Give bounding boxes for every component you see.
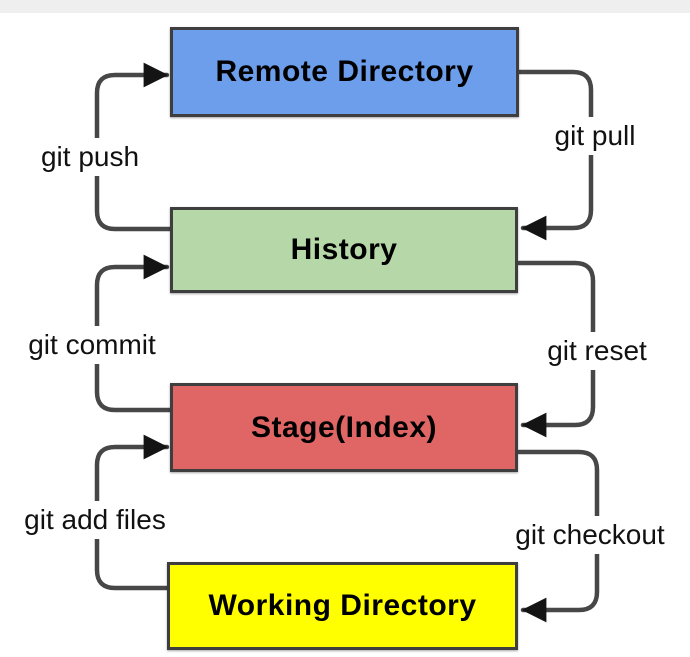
- arrow-label-git-push: git push: [34, 138, 146, 176]
- arrow-label-git-add-files: git add files: [18, 501, 172, 539]
- box-history-label: History: [290, 233, 398, 266]
- box-working-directory: Working Directory: [167, 562, 518, 650]
- arrow-label-git-commit: git commit: [22, 326, 162, 364]
- box-remote-directory-label: Remote Directory: [215, 55, 474, 88]
- top-strip: [0, 0, 690, 13]
- box-working-directory-label: Working Directory: [208, 589, 477, 622]
- box-stage-index: Stage(Index): [170, 383, 518, 472]
- arrow-label-git-reset: git reset: [541, 332, 653, 370]
- box-history: History: [170, 207, 518, 293]
- box-stage-index-label: Stage(Index): [250, 410, 438, 444]
- arrow-label-git-pull: git pull: [548, 117, 642, 155]
- arrow-label-git-checkout: git checkout: [509, 516, 671, 554]
- box-remote-directory: Remote Directory: [170, 27, 519, 117]
